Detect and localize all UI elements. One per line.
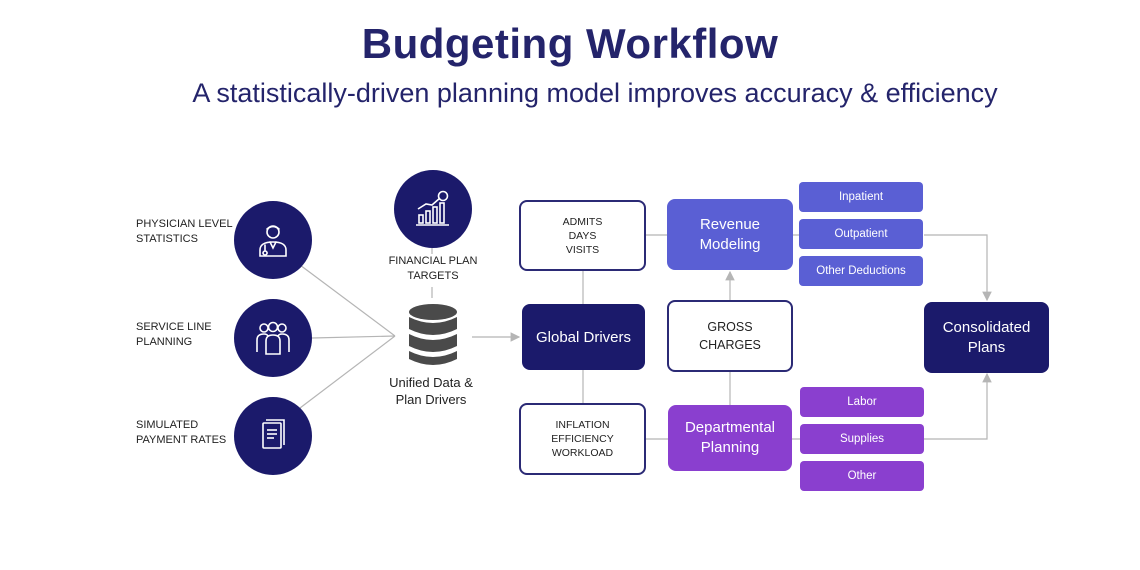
physician-statistics-circle xyxy=(234,201,312,279)
revenue-item-inpatient: Inpatient xyxy=(799,182,923,212)
group-icon xyxy=(256,321,290,355)
expense-item-supplies: Supplies xyxy=(800,424,924,454)
financial-targets-circle xyxy=(394,170,472,248)
growth-chart-icon xyxy=(416,190,449,226)
revenue-item-other-deductions: Other Deductions xyxy=(799,256,923,286)
unified-data-label: Unified Data &Plan Drivers xyxy=(389,375,473,407)
service-line-circle xyxy=(234,299,312,377)
expense-item-other: Other xyxy=(800,461,924,491)
database-icon xyxy=(409,304,457,365)
revenue-item-outpatient: Outpatient xyxy=(799,219,923,249)
document-icon xyxy=(262,419,285,449)
page-title: Budgeting Workflow xyxy=(361,20,779,67)
page-subtitle: A statistically-driven planning model im… xyxy=(192,78,998,108)
doctor-icon xyxy=(259,225,287,257)
payment-rates-circle xyxy=(234,397,312,475)
expense-item-labor: Labor xyxy=(800,387,924,417)
global-drivers-box: Global Drivers xyxy=(522,304,645,370)
